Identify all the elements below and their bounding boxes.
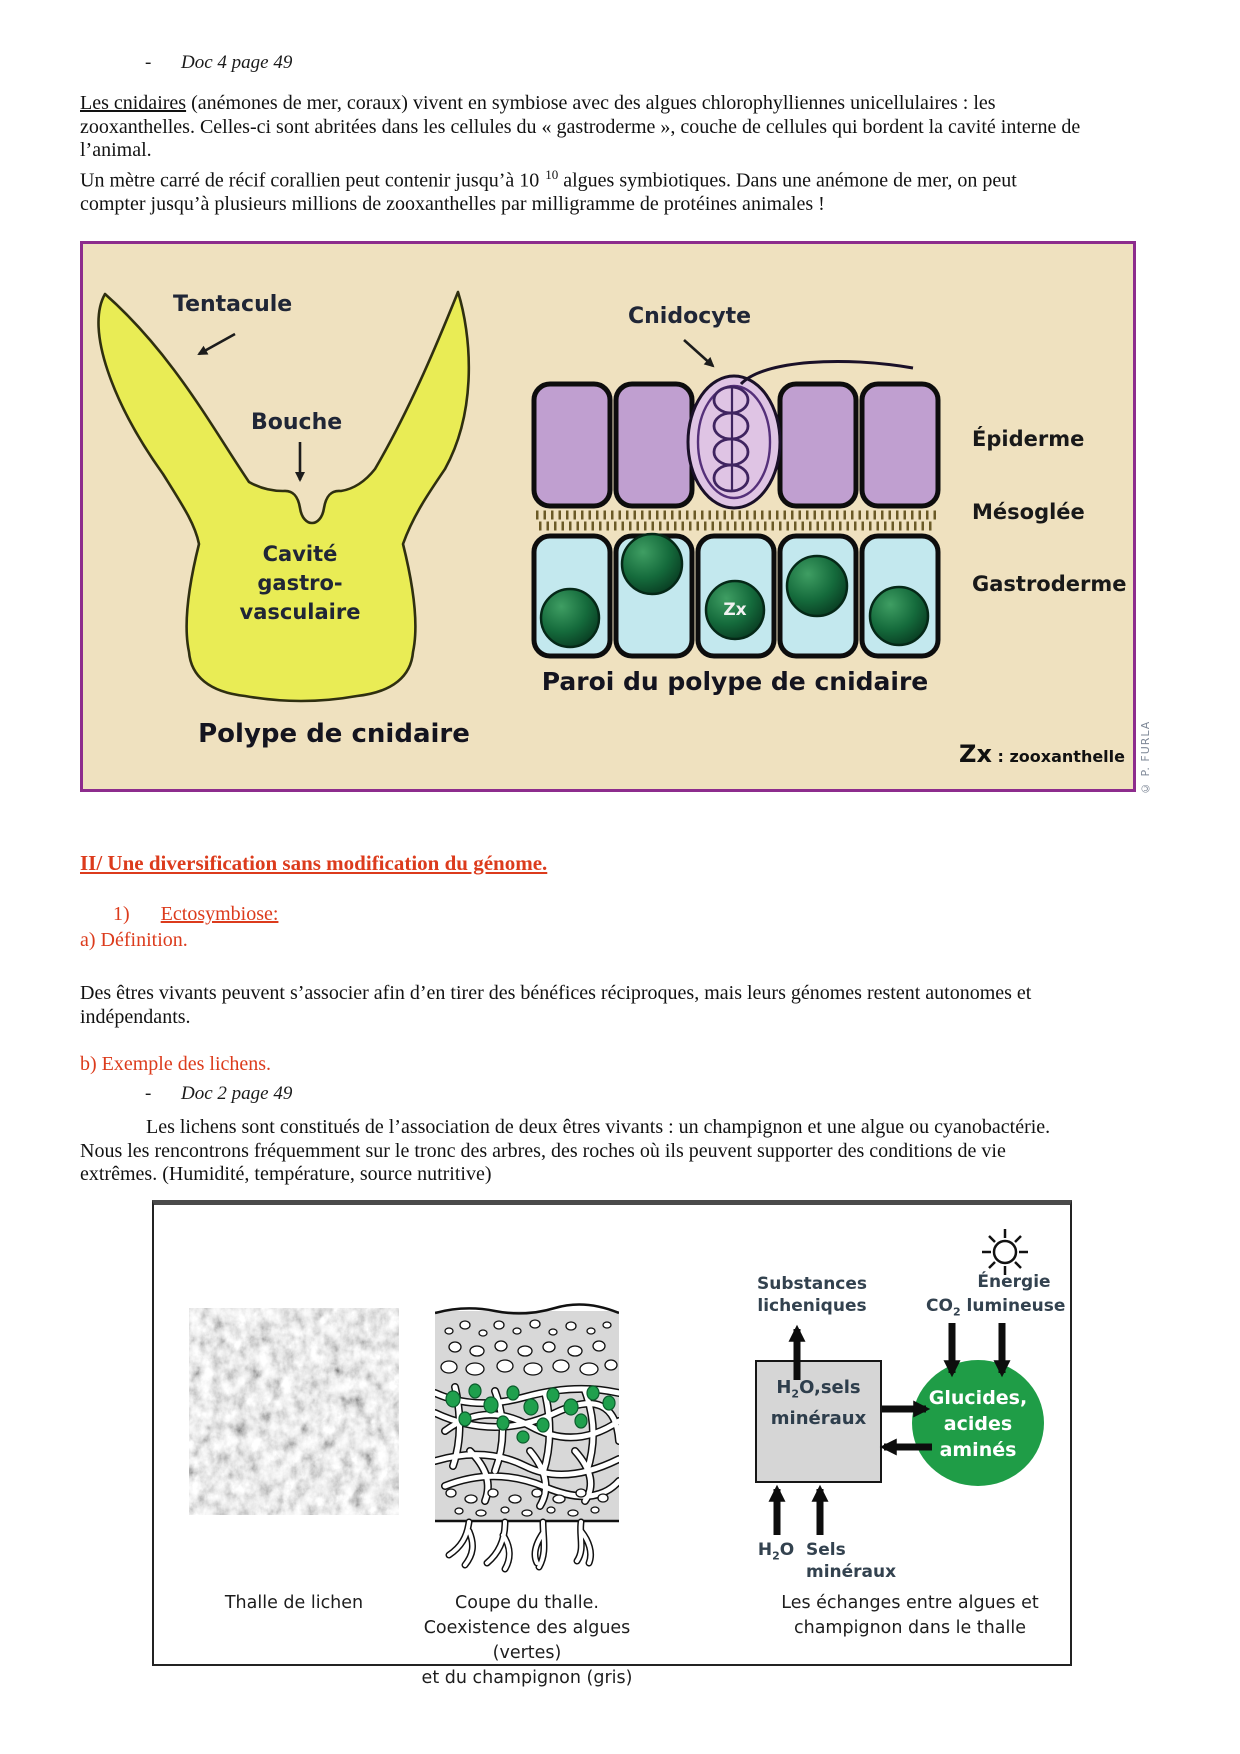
section-title: II/ Une diversification sans modificatio… — [80, 851, 548, 875]
zx-legend: Zx : zooxanthelle — [959, 740, 1125, 768]
figure-credit: © P. FURLA — [1139, 720, 1152, 795]
thallus-section-drawing — [435, 1303, 619, 1573]
figure-lichen: Substances licheniques Énergie CO2 lumin… — [152, 1200, 1072, 1688]
zooxanthelle-sphere — [704, 579, 766, 641]
list-item-ectosymbiose: 1) Ectosymbiose: — [113, 903, 279, 925]
paragraph-recif: Un mètre carré de récif corallien peut c… — [80, 163, 1082, 217]
sub-a-definition: a) Définition. — [80, 929, 188, 951]
exponent: 10 — [545, 167, 559, 183]
caption-polype: Polype de cnidaire — [198, 719, 470, 749]
label-epiderme: Épiderme — [972, 427, 1085, 451]
cnidocyte-cell — [686, 359, 914, 510]
zooxanthelle-sphere — [620, 532, 684, 596]
rhizines — [445, 1518, 595, 1573]
box-label: H2O,sels minéraux — [770, 1377, 867, 1429]
algae-circle: Glucides, acides aminés — [912, 1360, 1044, 1486]
zooxanthelle-sphere — [785, 554, 849, 618]
paragraph-lead: Les cnidaires — [80, 92, 187, 114]
fungus-box: H2O,sels minéraux — [755, 1360, 882, 1483]
caption-coupe: Coupe du thalle. Coexistence des algues … — [421, 1593, 633, 1688]
paragraph-definition: Des êtres vivants peuvent s’associer afi… — [80, 982, 1032, 1028]
label-sels-mineraux: Sels minéraux — [806, 1540, 897, 1582]
caption-thalle: Thalle de lichen — [224, 1593, 364, 1613]
paragraph-rest: (anémones de mer, coraux) vivent en symb… — [80, 92, 1081, 162]
polyp-shape — [97, 290, 471, 703]
gastroderm-cells — [531, 532, 941, 659]
paragraph-cnidaires: Les cnidaires (anémones de mer, coraux) … — [80, 92, 1082, 163]
algae-cells — [445, 1383, 616, 1444]
label-energie: Énergie — [977, 1272, 1051, 1292]
label-mesoglee: Mésoglée — [972, 500, 1085, 524]
doc-ref-1-dash: - — [145, 52, 152, 73]
sun-icon — [982, 1229, 1028, 1275]
mesoglea-layer — [536, 510, 936, 531]
lichen-photo — [189, 1308, 399, 1515]
label-cavite: Cavité gastro- vasculaire — [239, 542, 361, 624]
label-substances: Substances licheniques — [756, 1274, 868, 1316]
label-co2-lumineuse: CO2 lumineuse — [926, 1296, 1066, 1319]
label-bouche: Bouche — [251, 410, 343, 435]
label-gastroderme: Gastroderme — [972, 572, 1127, 596]
zooxanthelle-sphere — [539, 587, 601, 649]
figure-cnidaire: Tentacule Bouche Cavité gastro- vasculai… — [80, 241, 1136, 792]
intro-paragraphs: Les cnidaires (anémones de mer, coraux) … — [80, 92, 1082, 217]
co2-subscript: 2 — [952, 1305, 961, 1319]
label-tentacule: Tentacule — [173, 292, 293, 317]
doc-ref-1: Doc 4 page 49 — [181, 52, 293, 73]
zooxanthelle-sphere — [868, 585, 930, 647]
exchange-arrows — [768, 1323, 1011, 1535]
cortex-cells-top — [440, 1319, 618, 1376]
sub-b-lichens: b) Exemple des lichens. — [80, 1053, 272, 1075]
label-h2o: H2O — [757, 1540, 795, 1563]
label-cnidocyte: Cnidocyte — [628, 304, 752, 329]
doc-ref-2-dash: - — [145, 1083, 152, 1104]
circle-label: Glucides, acides aminés — [928, 1387, 1028, 1461]
cnidaire-diagram-art — [97, 290, 941, 703]
zx-sphere-label: Zx — [723, 600, 747, 620]
recif-text-a: Un mètre carré de récif corallien peut c… — [80, 169, 540, 192]
recif-text-b: algues symbiotiques. Dans une anémone de… — [80, 169, 1017, 216]
ectosymbiose-label: Ectosymbiose: — [160, 903, 279, 925]
caption-echanges: Les échanges entre algues et champignon … — [781, 1593, 1039, 1638]
caption-paroi: Paroi du polype de cnidaire — [541, 667, 929, 696]
paragraph-lichens: Les lichens sont constitués de l’associa… — [80, 1116, 1051, 1186]
doc-ref-2: Doc 2 page 49 — [181, 1083, 293, 1104]
cortex-cells-bottom — [445, 1488, 609, 1517]
